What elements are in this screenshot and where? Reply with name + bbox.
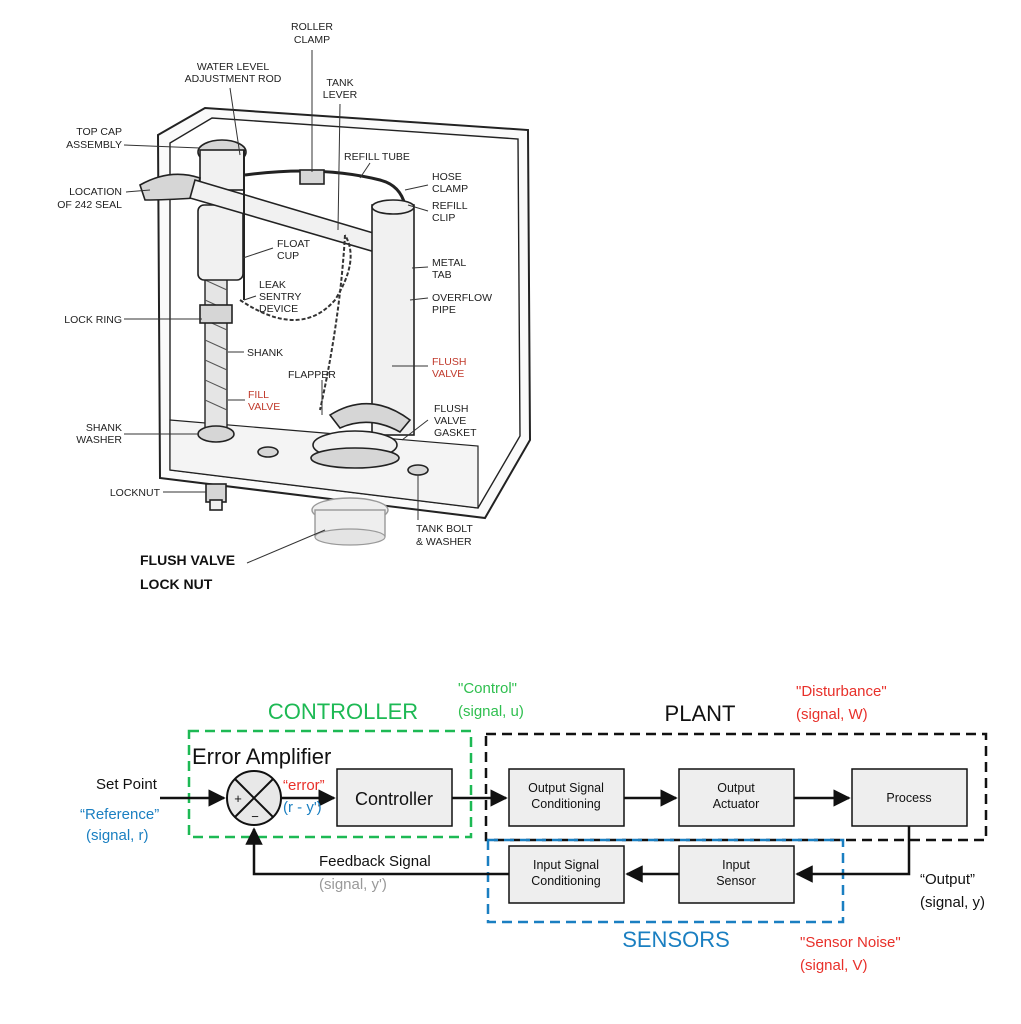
signal-arrows [160,789,911,883]
part-label: DEVICE [259,303,298,315]
input-sensor-label: Sensor [716,874,756,888]
part-label: CLIP [432,212,455,224]
part-label: FLUSH [434,403,468,415]
part-label: SHANK [247,347,283,359]
part-label: FLAPPER [288,369,336,381]
part-label: TAB [432,269,452,281]
part-label: REFILL TUBE [344,151,410,163]
output-actuator-label: Output [717,781,755,795]
sensors-group-box [486,838,845,924]
part-label: SENTRY [259,291,301,303]
error-expression: (r - y') [283,799,322,816]
lock-ring [199,304,233,324]
part-label: & WASHER [416,536,472,548]
part-label: CUP [277,250,299,262]
part-label: WASHER [76,434,122,446]
part-label: METAL [432,257,466,269]
sum-minus-sign: − [251,809,259,824]
input-conditioning-label: Conditioning [531,874,601,888]
part-label: FILL [248,389,269,401]
disturbance-signal-label: (signal, W) [796,706,868,723]
part-label: GASKET [434,427,477,439]
part-label: REFILL [432,200,468,212]
control-block-diagram: CONTROLLER PLANT SENSORS Error Amplifier… [80,680,988,974]
roller-clamp [299,169,325,185]
output-signal-label: (signal, y) [920,894,985,911]
feedback-signal-label: (signal, y') [319,876,387,893]
caption-flush-valve: FLUSH VALVE [140,552,235,568]
sum-plus-sign: + [234,791,242,806]
reference-signal-label: (signal, r) [86,827,149,844]
shank-washer [197,425,235,443]
reference-label: “Reference” [80,806,159,823]
output-conditioning-label: Conditioning [531,797,601,811]
control-signal-label: (signal, u) [458,703,524,720]
part-label: LEVER [323,89,358,101]
part-label: HOSE [432,171,462,183]
part-label: TANK [326,77,353,89]
part-label: SHANK [86,422,122,434]
output-label: “Output” [920,871,975,888]
set-point-label: Set Point [96,776,158,793]
disturbance-label: "Disturbance" [796,683,887,700]
output-conditioning-label: Output Signal [528,781,604,795]
controller-block [336,768,453,827]
overflow-pipe [371,204,415,436]
lift-chain [239,234,352,411]
sensor-noise-signal-label: (signal, V) [800,957,868,974]
part-label: ADJUSTMENT ROD [185,73,282,85]
part-label: TOP CAP [76,126,122,138]
part-label: WATER LEVEL [197,61,270,73]
part-label: LOCATION [69,186,122,198]
part-label: VALVE [434,415,466,427]
part-label: PIPE [432,304,456,316]
leader-lines [123,50,429,564]
flapper [328,402,412,434]
part-label: LOCKNUT [110,487,161,499]
part-label: TANK BOLT [416,523,473,535]
part-label: CLAMP [294,34,330,46]
part-label: ROLLER [291,21,333,33]
part-label: ASSEMBLY [66,139,122,151]
feedback-label: Feedback Signal [319,853,431,870]
output-actuator-block [678,768,795,827]
process-block [851,768,968,827]
error-amplifier-label: Error Amplifier [192,744,331,769]
controller-title: CONTROLLER [268,699,418,724]
part-label: FLOAT [277,238,311,250]
part-label: LEAK [259,279,286,291]
refill-tube [244,169,407,206]
input-conditioning-block [508,845,625,904]
summing-junction: + − [226,770,282,826]
part-label: OF 242 SEAL [57,199,122,211]
part-label: VALVE [432,368,464,380]
part-label: OVERFLOW [432,292,492,304]
part-label: LOCK RING [64,314,122,326]
controller-group-box [187,729,473,839]
part-labels: ROLLER CLAMP WATER LEVEL ADJUSTMENT ROD … [57,21,492,592]
process-label: Process [886,791,931,805]
input-conditioning-label: Input Signal [533,858,599,872]
part-label: FLUSH [432,356,466,368]
part-label: CLAMP [432,183,468,195]
sensors-title: SENSORS [622,927,730,952]
control-label: "Control" [458,680,517,697]
float-cup [197,204,244,281]
error-label: “error” [283,777,325,794]
toilet-tank-illustration: ROLLER CLAMP WATER LEVEL ADJUSTMENT ROD … [57,21,532,592]
output-actuator-label: Actuator [713,797,760,811]
sensor-noise-label: "Sensor Noise" [800,934,901,951]
plant-title: PLANT [665,701,736,726]
part-label: VALVE [248,401,280,413]
controller-block-label: Controller [355,789,433,809]
input-sensor-label: Input [722,858,750,872]
output-conditioning-block [508,768,625,827]
caption-lock-nut: LOCK NUT [140,576,213,592]
